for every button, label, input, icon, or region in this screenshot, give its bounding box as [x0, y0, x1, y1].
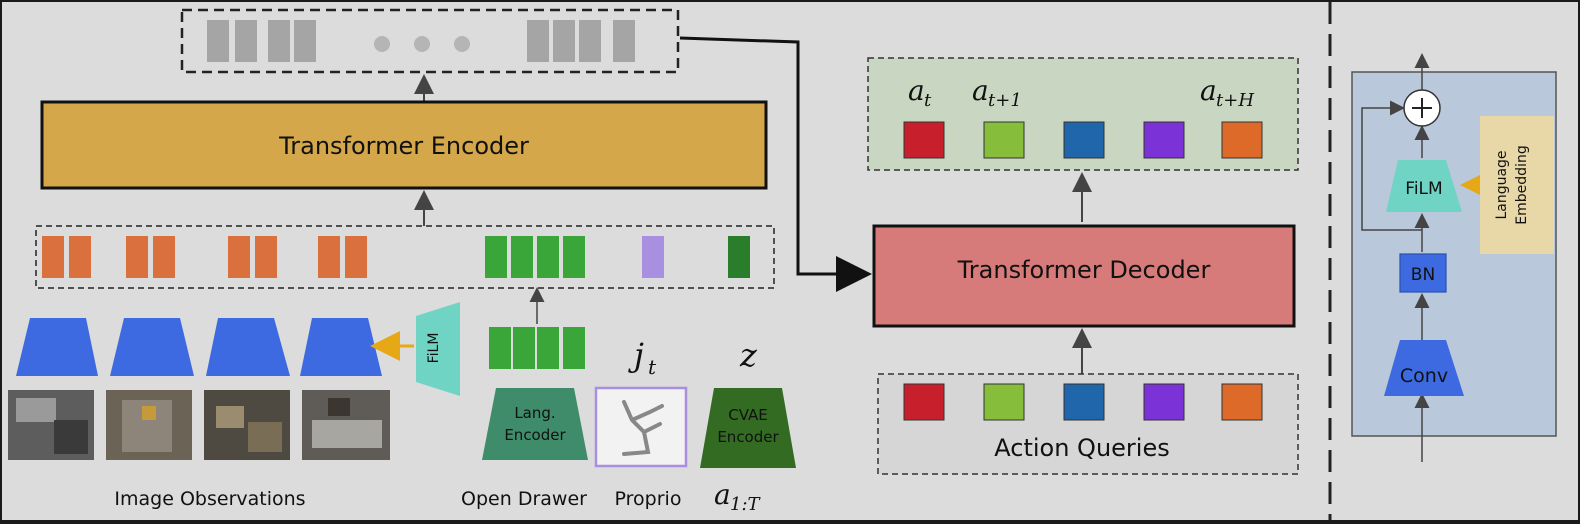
memory-token	[207, 20, 229, 62]
language-token	[489, 327, 511, 369]
action-token	[983, 383, 1025, 421]
image-backbone	[16, 318, 98, 376]
action-queries-label: Action Queries	[994, 434, 1169, 462]
action-token	[1221, 121, 1263, 159]
film-block: FiLM	[416, 302, 460, 396]
image-observation-thumbnails	[8, 390, 390, 460]
image-token	[69, 236, 91, 278]
image-backbone	[300, 318, 382, 376]
language-token	[513, 327, 535, 369]
language-embedding-line1: Language	[1494, 150, 1510, 219]
image-token	[345, 236, 367, 278]
image-token	[228, 236, 250, 278]
memory-token	[235, 20, 257, 62]
output-a-tH-base: a	[1200, 74, 1217, 107]
memory-token	[613, 20, 635, 62]
action-token	[1221, 383, 1263, 421]
proprio-symbol-base: j	[628, 336, 644, 374]
cvae-label-line2: Encoder	[717, 428, 779, 446]
lang-encoder-label-line2: Encoder	[504, 426, 566, 444]
caption-proprio: Proprio	[615, 488, 682, 510]
language-token	[563, 236, 585, 278]
output-a-t1-base: a	[972, 74, 989, 107]
language-token	[537, 327, 559, 369]
image-token	[318, 236, 340, 278]
image-token	[255, 236, 277, 278]
image-backbones	[16, 318, 382, 376]
caption-open-drawer: Open Drawer	[461, 488, 587, 510]
language-embedding-line2: Embedding	[1514, 145, 1530, 224]
action-token	[1143, 121, 1185, 159]
output-a-t1-sub: t+1	[988, 90, 1022, 111]
action-queries-panel: Action Queries	[877, 373, 1299, 475]
image-token	[153, 236, 175, 278]
actions-symbol-base: a	[714, 478, 731, 511]
proprio-symbol-sub: t	[648, 355, 657, 379]
language-token	[511, 236, 533, 278]
image-backbone	[110, 318, 194, 376]
lang-output-tokens	[489, 327, 585, 369]
memory-token	[268, 20, 290, 62]
action-token	[903, 121, 945, 159]
action-token	[1063, 121, 1105, 159]
image-backbone	[206, 318, 290, 376]
language-encoder: Lang. Encoder	[482, 388, 588, 460]
transformer-decoder: Transformer Decoder	[872, 224, 1296, 328]
output-a-t-sub: t	[924, 90, 932, 111]
action-token	[1063, 383, 1105, 421]
film-conv-block-inset: FiLM Language Embedding BN Conv	[1351, 53, 1557, 462]
latent-symbol: z	[739, 336, 758, 374]
language-token	[563, 327, 585, 369]
output-a-t-base: a	[908, 74, 925, 107]
cvae-label-line1: CVAE	[728, 406, 768, 424]
image-token	[126, 236, 148, 278]
robot-arm-icon	[622, 400, 664, 456]
transformer-encoder-label: Transformer Encoder	[278, 132, 529, 160]
inset-film-label: FiLM	[1405, 179, 1442, 199]
proprio-input: j t	[594, 336, 688, 468]
proprio-token	[642, 236, 664, 278]
image-token	[42, 236, 64, 278]
lang-encoder-label-line1: Lang.	[514, 404, 555, 422]
language-token	[485, 236, 507, 278]
memory-token	[553, 20, 575, 62]
actions-symbol-sub: 1:T	[730, 494, 762, 515]
encoder-memory-tokens	[180, 8, 680, 74]
film-label: FiLM	[426, 333, 442, 364]
action-token	[903, 383, 945, 421]
latent-token	[728, 236, 750, 278]
transformer-decoder-label: Transformer Decoder	[957, 256, 1211, 284]
language-token	[537, 236, 559, 278]
memory-token	[527, 20, 549, 62]
caption-image-observations: Image Observations	[114, 488, 305, 510]
inset-conv-label: Conv	[1400, 365, 1448, 387]
memory-token	[294, 20, 316, 62]
inset-bn-label: BN	[1411, 265, 1435, 285]
action-token	[1143, 383, 1185, 421]
input-token-sequence	[35, 225, 775, 289]
cvae-encoder: z CVAE Encoder	[700, 336, 796, 468]
output-actions-panel: a t a t+1 a t+H	[867, 57, 1299, 171]
transformer-encoder: Transformer Encoder	[40, 100, 768, 190]
action-token	[983, 121, 1025, 159]
memory-token	[579, 20, 601, 62]
output-a-tH-sub: t+H	[1216, 90, 1254, 111]
